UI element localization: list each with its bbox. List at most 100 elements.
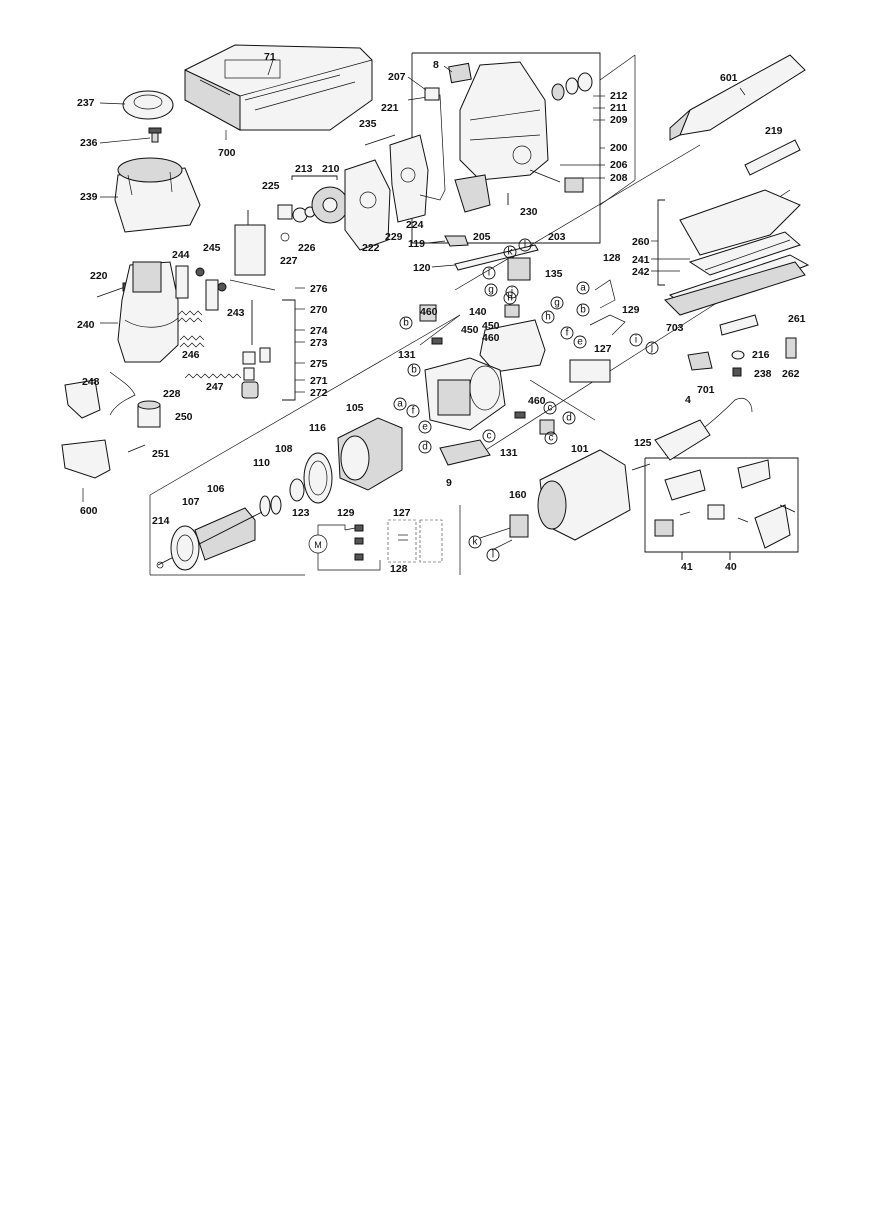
part-label: 274 [310,325,328,337]
connection-letter: k [508,247,514,258]
part-label: 246 [182,349,200,361]
part-41-terminal [654,511,691,537]
part-label: 108 [275,443,293,455]
connection-letter: l [524,240,526,251]
part-label: 251 [152,448,170,460]
part-label: 206 [610,159,628,171]
part-label: 160 [509,489,527,501]
part-label: 701 [697,384,715,396]
part-label: 450 [482,320,500,332]
part-label: 101 [571,443,589,455]
part-275-rollers [242,347,271,381]
part-label: 211 [610,102,627,114]
part-label: 235 [359,118,377,130]
part-208-bushing [564,177,584,193]
part-222-plate [344,159,391,251]
part-label: 8 [433,59,439,71]
part-214-fan [156,561,164,569]
connection-letter: g [488,285,494,296]
part-247-spring [184,373,242,379]
part-label: 219 [765,125,783,137]
part-label: 228 [163,388,181,400]
part-label: 229 [385,231,403,243]
part-label: 209 [610,114,628,126]
connection-letter: h [507,293,513,304]
part-label: 450 [461,324,479,336]
part-motor-housing [424,357,506,431]
part-label: 207 [388,71,406,83]
part-label: 262 [782,368,800,380]
part-label: 212 [610,90,628,102]
part-label: 276 [310,283,328,295]
part-number-labels: 71 237 700 236 239 207 8 221 212 211 209… [77,51,806,575]
part-703-shoe [664,261,806,316]
connection-letter: d [422,442,428,453]
part-label: 128 [603,252,621,264]
label-ticks [82,59,746,502]
part-140-block [504,304,520,318]
part-label: 4 [685,394,691,406]
part-label: 226 [298,242,316,254]
connection-letter: l [492,550,494,561]
connection-letter: i [488,268,490,279]
part-label: 127 [393,507,411,519]
part-label: 238 [754,368,772,380]
part-label: 120 [413,262,431,274]
svg-text:M: M [314,540,322,550]
connection-letter: k [473,537,479,548]
part-label: 271 [310,375,328,387]
part-206-pin [529,169,561,183]
part-135-switch [507,257,531,281]
part-label: 272 [310,387,328,399]
part-701-clip [687,351,713,371]
part-8-label [448,62,472,84]
part-228-spring [109,371,136,416]
part-label: 270 [310,304,328,316]
part-261-insert [719,314,759,336]
part-label: 110 [253,457,270,469]
part-250-guide [137,400,161,428]
part-label: 250 [175,411,193,423]
part-207-screw [424,87,440,101]
part-label: 260 [632,236,650,248]
part-label: 208 [610,172,628,184]
leader-lines [149,52,799,576]
part-106-armature [157,507,263,571]
part-205-clamp [454,174,491,213]
part-label: 123 [292,507,310,519]
part-label: 240 [77,319,95,331]
part-251-screw [127,444,146,453]
part-239-dust-hood [114,157,201,233]
part-label: 129 [622,304,640,316]
part-460-switches [419,304,555,435]
part-label: 213 [295,163,313,175]
part-119-knob [444,235,469,247]
part-label: 119 [408,238,425,250]
part-label: 244 [172,249,190,261]
part-123-bearing [289,478,305,502]
part-235-screw [364,134,396,146]
part-label: 200 [610,142,628,154]
part-label: 220 [90,270,108,282]
part-label: 248 [82,376,100,388]
part-127-capacitor [569,359,611,383]
part-224-plate [389,134,429,223]
part-label: 216 [752,349,770,361]
part-71-case [184,44,373,131]
connection-letter: f [412,406,415,417]
connection-letter: a [397,399,403,410]
part-label: 125 [634,437,652,449]
part-label: 245 [203,242,221,254]
connection-letter: c [548,403,553,414]
part-4-cable [654,398,753,461]
part-272-cap [241,381,259,399]
part-label: 135 [545,268,563,280]
part-label: 600 [80,505,98,517]
part-116-baffle [303,452,333,504]
part-label: 107 [182,496,200,508]
part-label: 460 [420,306,438,318]
exploded-parts-diagram: M 71 237 700 [61,44,810,576]
part-label: 227 [280,255,298,267]
part-label: 41 [681,561,693,573]
part-262-screw [785,337,797,359]
